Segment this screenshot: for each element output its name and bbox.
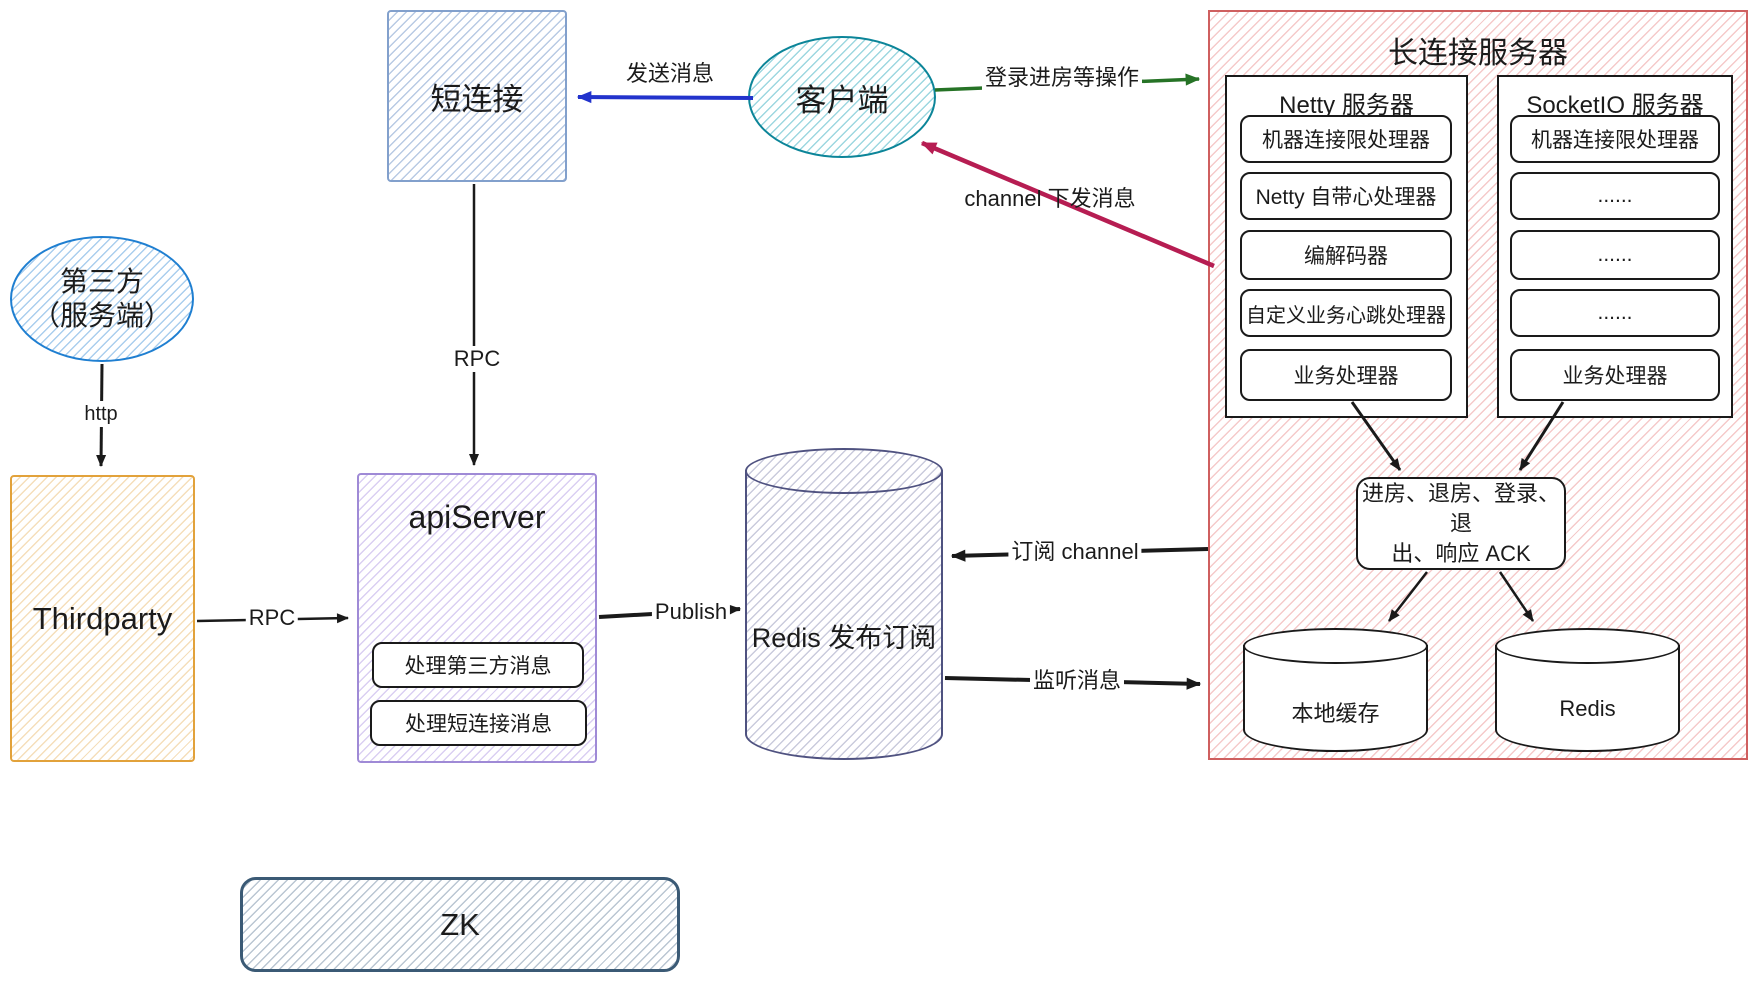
short-connection-node: 短连接 xyxy=(387,10,567,182)
zk-node: ZK xyxy=(240,877,680,972)
redis-pubsub-top xyxy=(745,448,943,494)
netty-handler-item: Netty 自带心处理器 xyxy=(1240,172,1452,220)
socketio-server-title: SocketIO 服务器 xyxy=(1526,92,1704,119)
room-actions-box: 进房、退房、登录、退 出、响应 ACK xyxy=(1356,477,1566,570)
socketio-handler-item: 业务处理器 xyxy=(1510,349,1720,401)
netty-handler-item: 业务处理器 xyxy=(1240,349,1452,401)
login-operations-label: 登录进房等操作 xyxy=(981,65,1143,91)
local-cache-cylinder: 本地缓存 xyxy=(1243,628,1428,752)
thirdparty-cloud-line2: （服务端） xyxy=(31,300,172,331)
netty-server-column: Netty 服务器 机器连接限处理器 Netty 自带心处理器 编解码器 自定义… xyxy=(1225,75,1468,418)
short-connection-label: 短连接 xyxy=(430,81,524,117)
socketio-handler-item: ...... xyxy=(1510,289,1720,337)
local-cache-label: 本地缓存 xyxy=(1291,701,1380,726)
redis-pubsub-body xyxy=(745,470,943,760)
redis-pubsub-label: Redis 发布订阅 xyxy=(751,623,937,653)
api-server-node: apiServer 处理第三方消息 处理短连接消息 xyxy=(357,473,597,763)
thirdparty-cloud-node: 第三方 （服务端） xyxy=(10,236,194,362)
redis-cylinder-top xyxy=(1495,628,1680,664)
client-node: 客户端 xyxy=(748,36,936,158)
api-server-item: 处理第三方消息 xyxy=(372,642,584,688)
redis-cylinder: Redis xyxy=(1495,628,1680,752)
api-server-title: apiServer xyxy=(408,499,546,535)
redis-pubsub-cylinder: Redis 发布订阅 xyxy=(745,448,943,760)
publish-label: Publish xyxy=(651,599,731,625)
netty-handler-item: 自定义业务心跳处理器 xyxy=(1240,289,1452,337)
room-actions-line1: 进房、退房、登录、退 xyxy=(1361,480,1560,536)
socketio-server-column: SocketIO 服务器 机器连接限处理器 ...... ...... ....… xyxy=(1497,75,1733,418)
netty-server-title: Netty 服务器 xyxy=(1279,92,1414,119)
room-actions-line2: 出、响应 ACK xyxy=(1391,540,1531,566)
zk-label: ZK xyxy=(440,906,480,942)
long-connection-server-title: 长连接服务器 xyxy=(1388,37,1568,70)
rpc-vertical-label: RPC xyxy=(450,346,504,372)
socketio-handler-item: 机器连接限处理器 xyxy=(1510,115,1720,163)
local-cache-top xyxy=(1243,628,1428,664)
thirdparty-label: Thirdparty xyxy=(32,600,173,636)
thirdparty-cloud-line1: 第三方 xyxy=(59,266,144,297)
send-message-label: 发送消息 xyxy=(622,61,718,87)
subscribe-channel-label: 订阅 channel xyxy=(1008,539,1142,565)
api-server-item: 处理短连接消息 xyxy=(370,700,587,746)
rpc-horizontal-label: RPC xyxy=(245,605,299,631)
http-label: http xyxy=(81,401,121,427)
channel-push-label: channel 下发消息 xyxy=(964,186,1136,211)
socketio-handler-item: ...... xyxy=(1510,230,1720,280)
listen-message-label: 监听消息 xyxy=(1029,668,1125,694)
send-message-arrow xyxy=(576,91,754,104)
socketio-handler-item: ...... xyxy=(1510,172,1720,220)
netty-handler-item: 编解码器 xyxy=(1240,230,1452,280)
netty-handler-item: 机器连接限处理器 xyxy=(1240,115,1452,163)
client-label: 客户端 xyxy=(795,82,889,118)
thirdparty-node: Thirdparty xyxy=(10,475,195,762)
redis-cylinder-label: Redis xyxy=(1559,696,1616,721)
